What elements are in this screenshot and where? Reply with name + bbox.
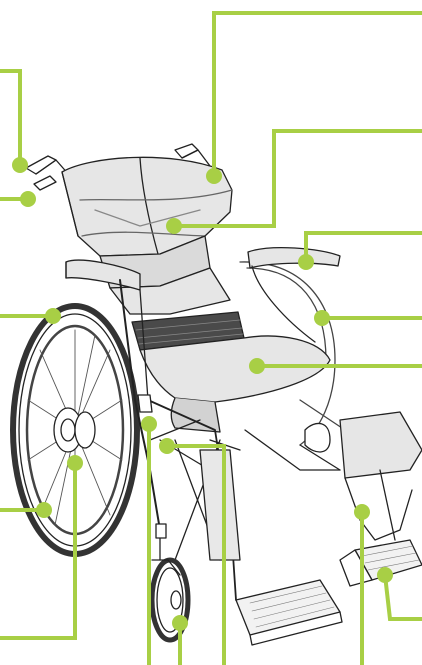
callout-dot-backrest-top — [206, 168, 222, 184]
callout-dot-caster — [172, 615, 188, 631]
callout-dot-seat-cushion — [249, 358, 265, 374]
callout-dot-cross-brace — [159, 438, 175, 454]
callout-dot-wheel-axle — [67, 455, 83, 471]
callout-dot-side-guard — [314, 310, 330, 326]
callout-dot-backrest — [166, 218, 182, 234]
callout-dot-frame-pipe — [141, 416, 157, 432]
callout-dot-rear-wheel-rim — [45, 308, 61, 324]
callout-dot-footplate — [377, 567, 393, 583]
callout-dot-handle-grip — [12, 157, 28, 173]
callout-dot-leg-support — [354, 504, 370, 520]
callout-dot-armrest — [298, 254, 314, 270]
seat-front-edge — [171, 398, 220, 432]
callout-dot-hand-rim — [36, 502, 52, 518]
callout-dot-brake-lever — [20, 191, 36, 207]
